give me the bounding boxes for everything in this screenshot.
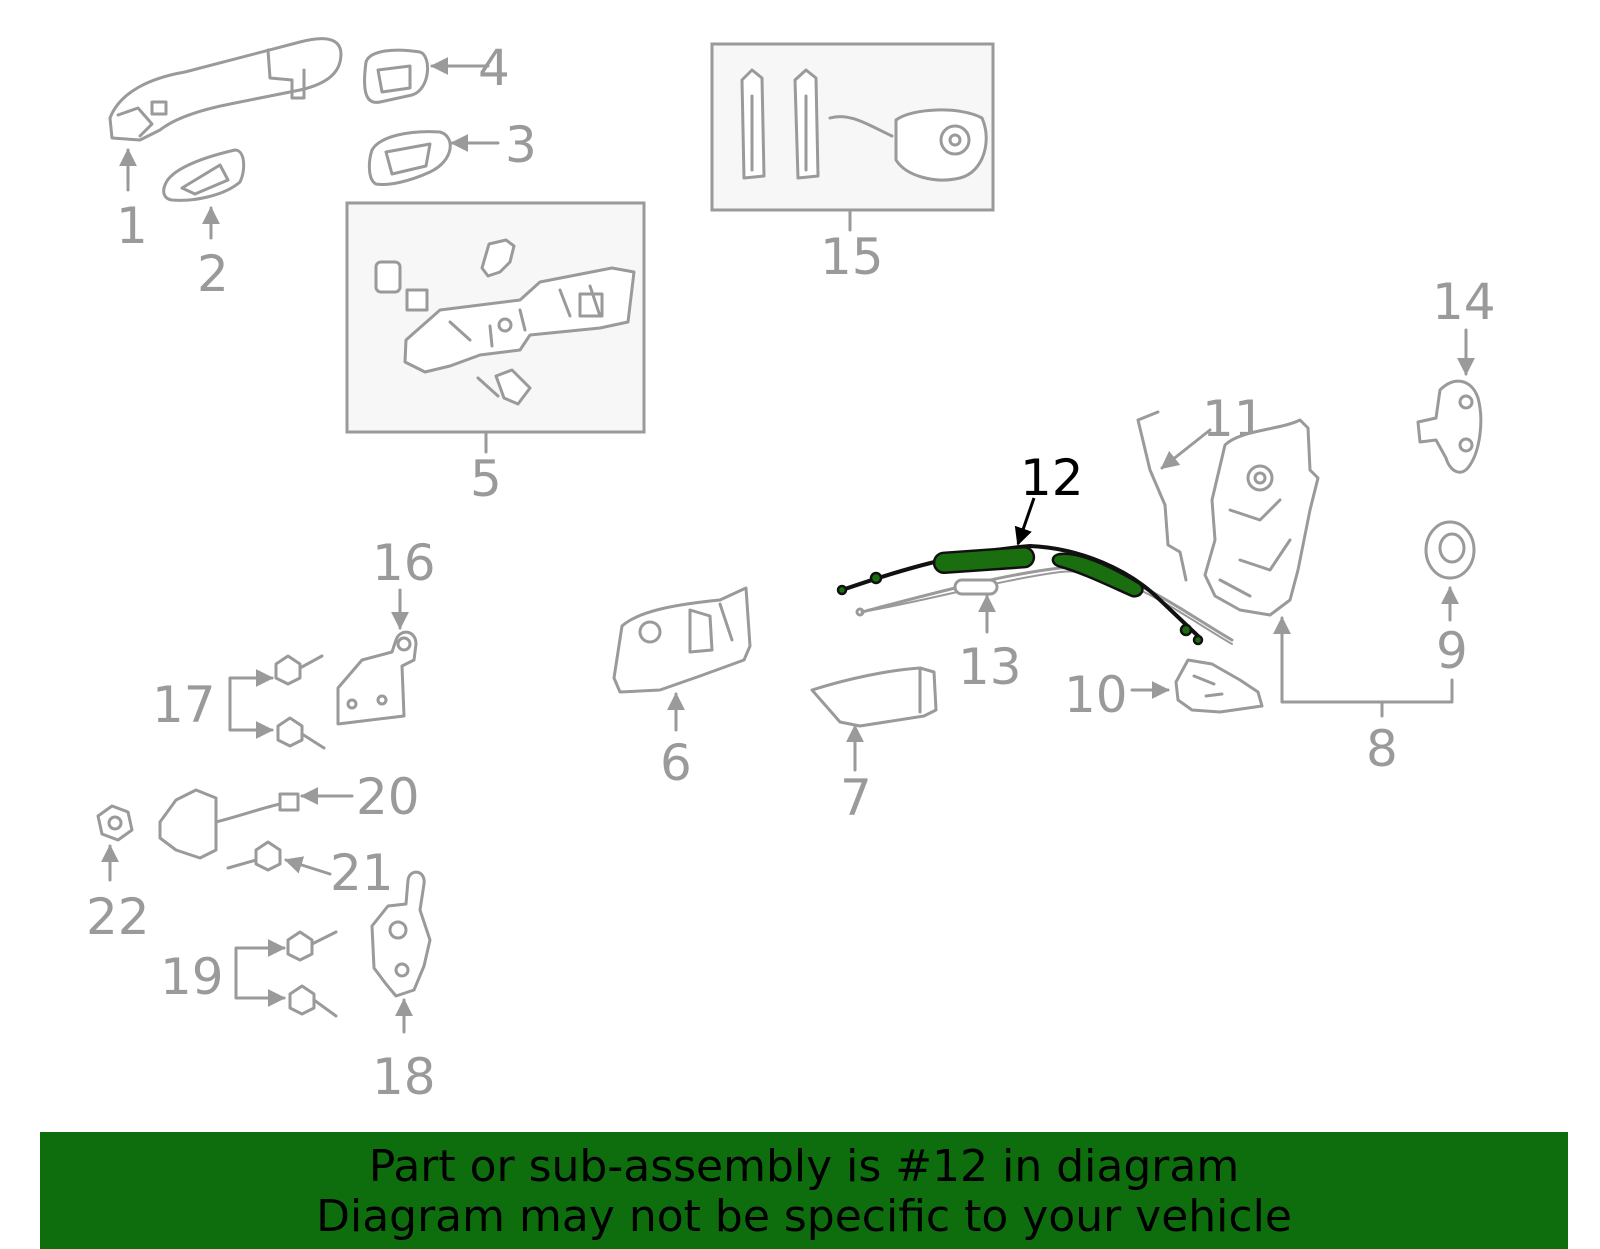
part-3-bezel — [367, 130, 500, 186]
part-14-striker — [1416, 328, 1483, 474]
label-14: 14 — [1432, 273, 1496, 331]
label-16: 16 — [372, 534, 436, 592]
part-9-grommet — [1424, 520, 1476, 622]
part-15-lock-cylinder-assembly — [710, 42, 995, 232]
banner-line-1: Part or sub-assembly is #12 in diagram — [368, 1141, 1240, 1192]
label-8: 8 — [1366, 720, 1398, 778]
label-20: 20 — [356, 768, 420, 826]
info-banner: Part or sub-assembly is #12 in diagram D… — [40, 1132, 1568, 1249]
label-19: 19 — [160, 948, 224, 1006]
part-5-handle-frame-assembly — [345, 201, 646, 454]
part-17-bolts — [228, 654, 326, 750]
part-16-upper-hinge — [336, 588, 418, 726]
part-4-cap — [363, 48, 490, 104]
part-1-outside-handle — [108, 37, 343, 192]
part-18-lower-hinge — [370, 870, 432, 1034]
label-18: 18 — [372, 1048, 436, 1106]
label-3: 3 — [505, 116, 537, 174]
banner-line-2: Diagram may not be specific to your vehi… — [316, 1191, 1292, 1242]
label-13: 13 — [958, 638, 1022, 696]
label-9: 9 — [1436, 622, 1468, 680]
label-2: 2 — [197, 245, 229, 303]
part-22-nut — [96, 804, 134, 882]
part-7-cover — [810, 666, 938, 772]
label-21: 21 — [330, 844, 394, 902]
parts-diagram: 1 2 4 3 5 — [86, 37, 1496, 1106]
label-17: 17 — [152, 676, 216, 734]
part-12-cable-highlighted — [836, 497, 1204, 646]
part-8-lock-actuator — [1203, 418, 1454, 718]
label-12: 12 — [1020, 449, 1084, 507]
label-7: 7 — [840, 769, 872, 827]
part-10-bracket — [1130, 658, 1264, 714]
label-5: 5 — [470, 450, 502, 508]
label-1: 1 — [116, 197, 148, 255]
part-13-cable — [855, 565, 1234, 645]
part-2-handle-pad — [162, 148, 246, 240]
label-10: 10 — [1064, 666, 1128, 724]
part-19-bolts — [234, 930, 338, 1018]
label-4: 4 — [478, 39, 510, 97]
part-11-lock-rod — [1136, 410, 1212, 582]
label-15: 15 — [820, 228, 884, 286]
label-22: 22 — [86, 888, 150, 946]
part-20-door-check — [158, 787, 354, 860]
part-21-bolt — [226, 840, 332, 876]
part-6-inside-handle — [612, 586, 752, 732]
label-6: 6 — [660, 734, 692, 792]
